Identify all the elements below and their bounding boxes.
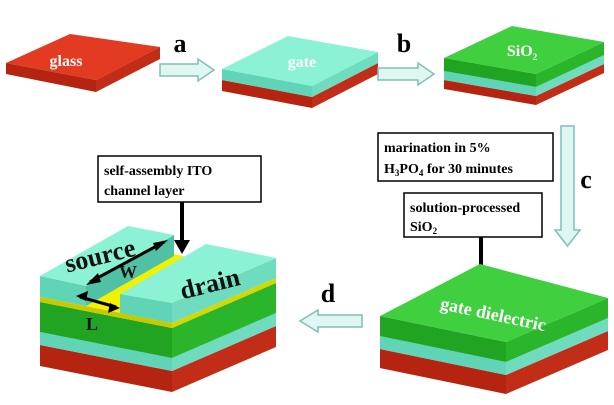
width-label: W xyxy=(119,262,137,282)
gate-label: gate xyxy=(288,54,316,71)
glass-top-face xyxy=(6,34,160,80)
solution-line1: solution-processed xyxy=(410,201,520,216)
source-top xyxy=(40,226,174,286)
width-arrow: W xyxy=(86,240,168,285)
gate2-glass-side xyxy=(312,63,378,108)
drain-top xyxy=(120,244,276,303)
tft-gate-front xyxy=(40,332,172,371)
sio2-stack-block: SiO2 xyxy=(444,26,604,105)
tft-glass-side xyxy=(172,326,276,392)
gate2-gate-top xyxy=(222,36,378,86)
tft-device-block: source drain W L xyxy=(40,202,276,392)
s3-glass-side xyxy=(536,64,604,105)
drain-front xyxy=(120,294,172,323)
tft-sio2-side xyxy=(172,283,276,358)
step-c-label: c xyxy=(580,165,592,194)
marination-line2: H3PO4 for 30 minutes xyxy=(384,162,513,178)
solution-line2: SiO2 xyxy=(410,220,438,236)
step-b-label: b xyxy=(397,29,411,58)
glass-front-face xyxy=(6,63,96,92)
ito-pointer-arrow xyxy=(174,202,190,254)
marination-line1: marination in 5% xyxy=(384,141,491,156)
s4-glass-side xyxy=(506,331,608,394)
s4-sio2-top xyxy=(380,264,608,342)
tft-glass-front xyxy=(40,345,172,392)
s3-gate-front xyxy=(444,71,536,96)
s4-gate-front xyxy=(380,336,506,375)
ito-line1: self-assembly ITO xyxy=(104,164,212,179)
glass-substrate-block: glass xyxy=(6,34,160,92)
step-d-label: d xyxy=(321,279,336,308)
length-label: L xyxy=(86,314,98,334)
s4-sio2-front xyxy=(380,316,506,362)
arrow-a: a xyxy=(159,29,216,83)
gate2-gate-side xyxy=(312,52,378,97)
s4-gate-side xyxy=(506,318,608,375)
s3-sio2-top xyxy=(444,26,604,74)
gate2-gate-front xyxy=(222,69,312,97)
length-arrow: L xyxy=(76,291,120,334)
s4-sio2-side xyxy=(506,298,608,362)
s3-sio2-front xyxy=(444,58,536,87)
marination-box: marination in 5% H3PO4 for 30 minutes xyxy=(377,132,554,182)
sio2-label: SiO2 xyxy=(507,43,538,62)
arrow-b: b xyxy=(377,29,436,87)
gate-on-glass-block: gate xyxy=(222,36,378,108)
glass-side-face xyxy=(96,47,160,92)
tft-channel-front xyxy=(40,297,172,328)
tft-channel-side xyxy=(172,278,276,328)
gate2-glass-front xyxy=(222,80,312,108)
glass-label: glass xyxy=(50,53,83,70)
step-a-label: a xyxy=(174,29,187,58)
tft-sio2-front xyxy=(40,302,172,358)
tft-gate-side xyxy=(172,313,276,371)
s3-sio2-side xyxy=(536,42,604,87)
arrow-c: c xyxy=(553,125,592,248)
arrow-d: d xyxy=(298,279,363,334)
solution-processed-box: solution-processed SiO2 xyxy=(403,192,543,238)
s4-glass-front xyxy=(380,349,506,394)
source-inner-side xyxy=(86,235,174,306)
s3-gate-side xyxy=(536,55,604,96)
gate-dielectric-block: gate dielectric xyxy=(380,264,608,394)
drain-side xyxy=(172,258,276,323)
s3-glass-front xyxy=(444,80,536,105)
ito-line2: channel layer xyxy=(104,184,185,199)
ito-label-box: self-assembly ITO channel layer xyxy=(97,155,262,203)
